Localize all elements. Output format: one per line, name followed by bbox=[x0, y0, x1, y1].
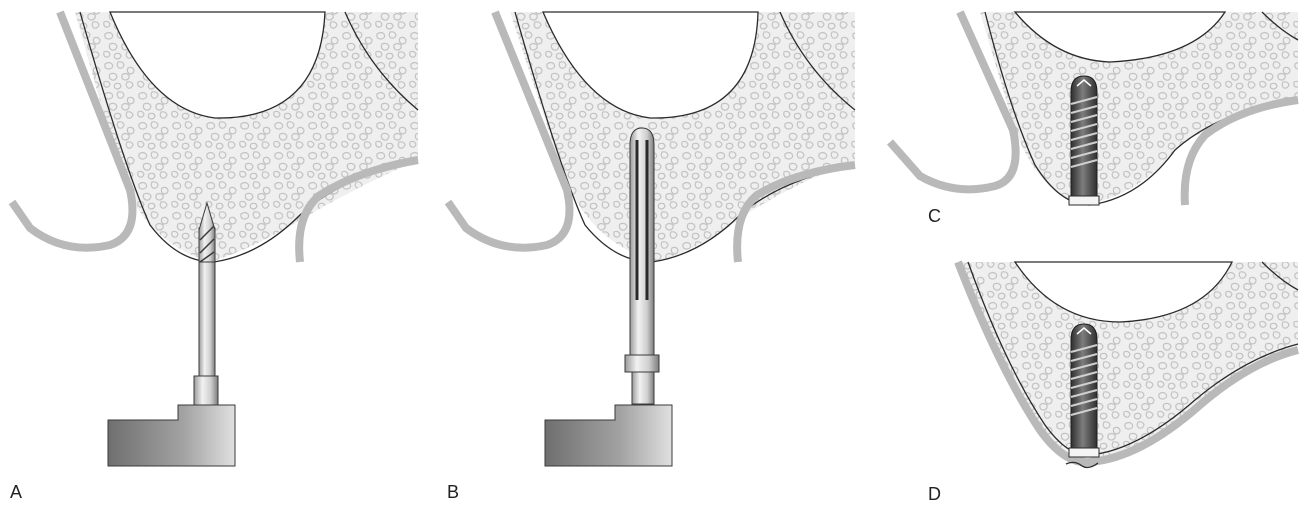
panel-c bbox=[890, 12, 1298, 205]
panel-label-b: B bbox=[447, 482, 459, 503]
bone-screw-icon bbox=[1066, 324, 1099, 467]
handpiece-icon bbox=[108, 405, 235, 466]
bone-screw-icon bbox=[1069, 76, 1099, 205]
panel-label-c: C bbox=[928, 206, 941, 227]
panel-label-a: A bbox=[10, 482, 22, 503]
panel-b bbox=[448, 12, 855, 466]
panel-d bbox=[958, 262, 1298, 467]
panel-a bbox=[12, 12, 418, 466]
reamer-icon bbox=[625, 128, 659, 404]
panel-label-d: D bbox=[928, 484, 941, 505]
handpiece-icon bbox=[545, 405, 672, 466]
